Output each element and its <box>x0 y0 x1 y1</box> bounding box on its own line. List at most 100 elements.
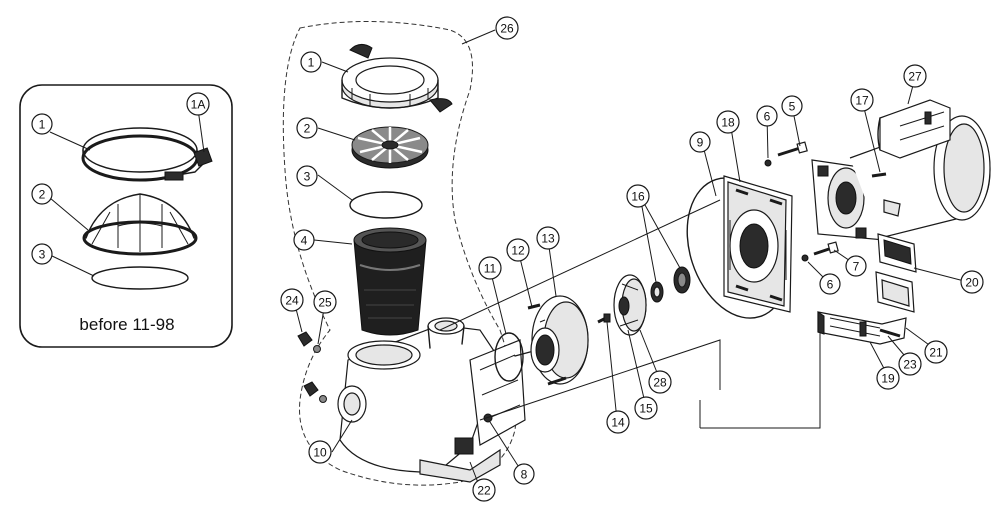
callout-circle <box>186 92 210 116</box>
callout-circle <box>716 110 740 134</box>
callout-circle <box>300 51 322 73</box>
inset-strainer-cover <box>82 193 198 256</box>
callout-m-17: 17 <box>850 88 874 112</box>
callout-circle <box>960 270 984 294</box>
callout-circle <box>536 226 560 250</box>
callout-number: 10 <box>313 446 327 460</box>
callout-m-25: 25 <box>313 290 337 314</box>
callout-m-9: 9 <box>689 131 711 153</box>
callout-m-2: 2 <box>296 117 318 139</box>
motor-mounting-foot <box>817 311 907 345</box>
callout-circle <box>296 117 318 139</box>
callout-number: 26 <box>500 22 514 36</box>
callout-m-27: 27 <box>903 64 927 88</box>
callout-m-14: 14 <box>606 410 630 434</box>
shaft-seal <box>650 266 691 303</box>
callout-number: 24 <box>285 294 299 308</box>
callout-m-6b: 6 <box>819 273 841 295</box>
impeller-screw <box>597 313 611 324</box>
callout-circle <box>850 88 874 112</box>
callout-m-21: 21 <box>924 340 948 364</box>
callout-m-8: 8 <box>513 463 535 485</box>
callout-number: 22 <box>477 484 491 498</box>
pump-housing <box>337 317 526 483</box>
callout-m-5: 5 <box>781 95 803 117</box>
drain-plug-lower <box>303 381 327 403</box>
callout-circle <box>756 105 778 127</box>
callout-m-22: 22 <box>472 478 496 502</box>
callout-number: 9 <box>697 136 704 150</box>
callout-number: 5 <box>789 100 796 114</box>
callout-m-13: 13 <box>536 226 560 250</box>
callout-circle <box>845 255 867 277</box>
callout-number: 4 <box>301 234 308 248</box>
motor-support-clip <box>877 233 917 273</box>
seal-plate <box>723 175 793 313</box>
strainer-basket <box>353 227 427 336</box>
callout-in-2: 2 <box>31 183 53 205</box>
callout-m-20: 20 <box>960 270 984 294</box>
callout-number: 1 <box>308 56 315 70</box>
callout-circle <box>308 440 332 464</box>
upper-motor-bolt <box>764 141 808 167</box>
callout-number: 20 <box>965 276 979 290</box>
inset-panel: before 11-98 <box>19 84 233 348</box>
callout-circle <box>293 229 315 251</box>
strainer-spider-gasket <box>351 126 429 169</box>
callout-circle <box>781 95 803 117</box>
callout-circle <box>648 370 672 394</box>
callout-circle <box>31 183 53 205</box>
callout-circle <box>513 463 535 485</box>
impeller <box>613 274 647 336</box>
callout-circle <box>606 410 630 434</box>
callout-number: 11 <box>484 262 497 276</box>
lower-motor-bolt <box>801 241 839 262</box>
callout-number: 28 <box>653 376 667 390</box>
callout-in-1a: 1A <box>186 92 210 116</box>
callout-number: 3 <box>304 170 311 184</box>
callout-number: 7 <box>853 260 860 274</box>
callout-m-15: 15 <box>634 396 658 420</box>
callout-number: 19 <box>881 372 895 386</box>
callout-m-24: 24 <box>280 288 304 312</box>
callout-m-12: 12 <box>506 238 530 262</box>
callout-circle <box>898 352 922 376</box>
callout-circle <box>506 238 530 262</box>
callout-number: 8 <box>521 468 528 482</box>
callout-number: 1 <box>39 118 46 132</box>
inset-clamp-ring <box>81 127 213 182</box>
callout-m-7: 7 <box>845 255 867 277</box>
inset-o-ring <box>91 266 189 290</box>
callout-number: 6 <box>827 278 834 292</box>
callout-number: 3 <box>39 248 46 262</box>
callout-m-16: 16 <box>626 184 650 208</box>
callout-number: 6 <box>764 110 771 124</box>
callout-number: 27 <box>908 70 922 84</box>
callout-circle <box>296 165 318 187</box>
callout-m-11: 11 <box>478 256 502 280</box>
callout-circle <box>313 290 337 314</box>
callout-circle <box>819 273 841 295</box>
diffuser-o-ring <box>494 332 524 382</box>
callout-m-19: 19 <box>876 366 900 390</box>
motor <box>811 99 991 241</box>
callout-m-3: 3 <box>296 165 318 187</box>
callout-m-4: 4 <box>293 229 315 251</box>
callout-number: 23 <box>903 358 917 372</box>
drain-plug-upper <box>297 331 321 353</box>
motor-support-bracket <box>875 271 915 313</box>
callout-number: 16 <box>631 190 645 204</box>
callout-m-23: 23 <box>898 352 922 376</box>
strainer-lid <box>341 44 453 113</box>
callout-number: 12 <box>511 244 525 258</box>
callout-number: 21 <box>929 346 943 360</box>
callout-m-10: 10 <box>308 440 332 464</box>
diffuser-pin <box>527 303 541 310</box>
callout-circle <box>924 340 948 364</box>
callout-circle <box>495 16 519 40</box>
callout-circle <box>626 184 650 208</box>
callout-m-6a: 6 <box>756 105 778 127</box>
callout-circle <box>31 113 53 135</box>
